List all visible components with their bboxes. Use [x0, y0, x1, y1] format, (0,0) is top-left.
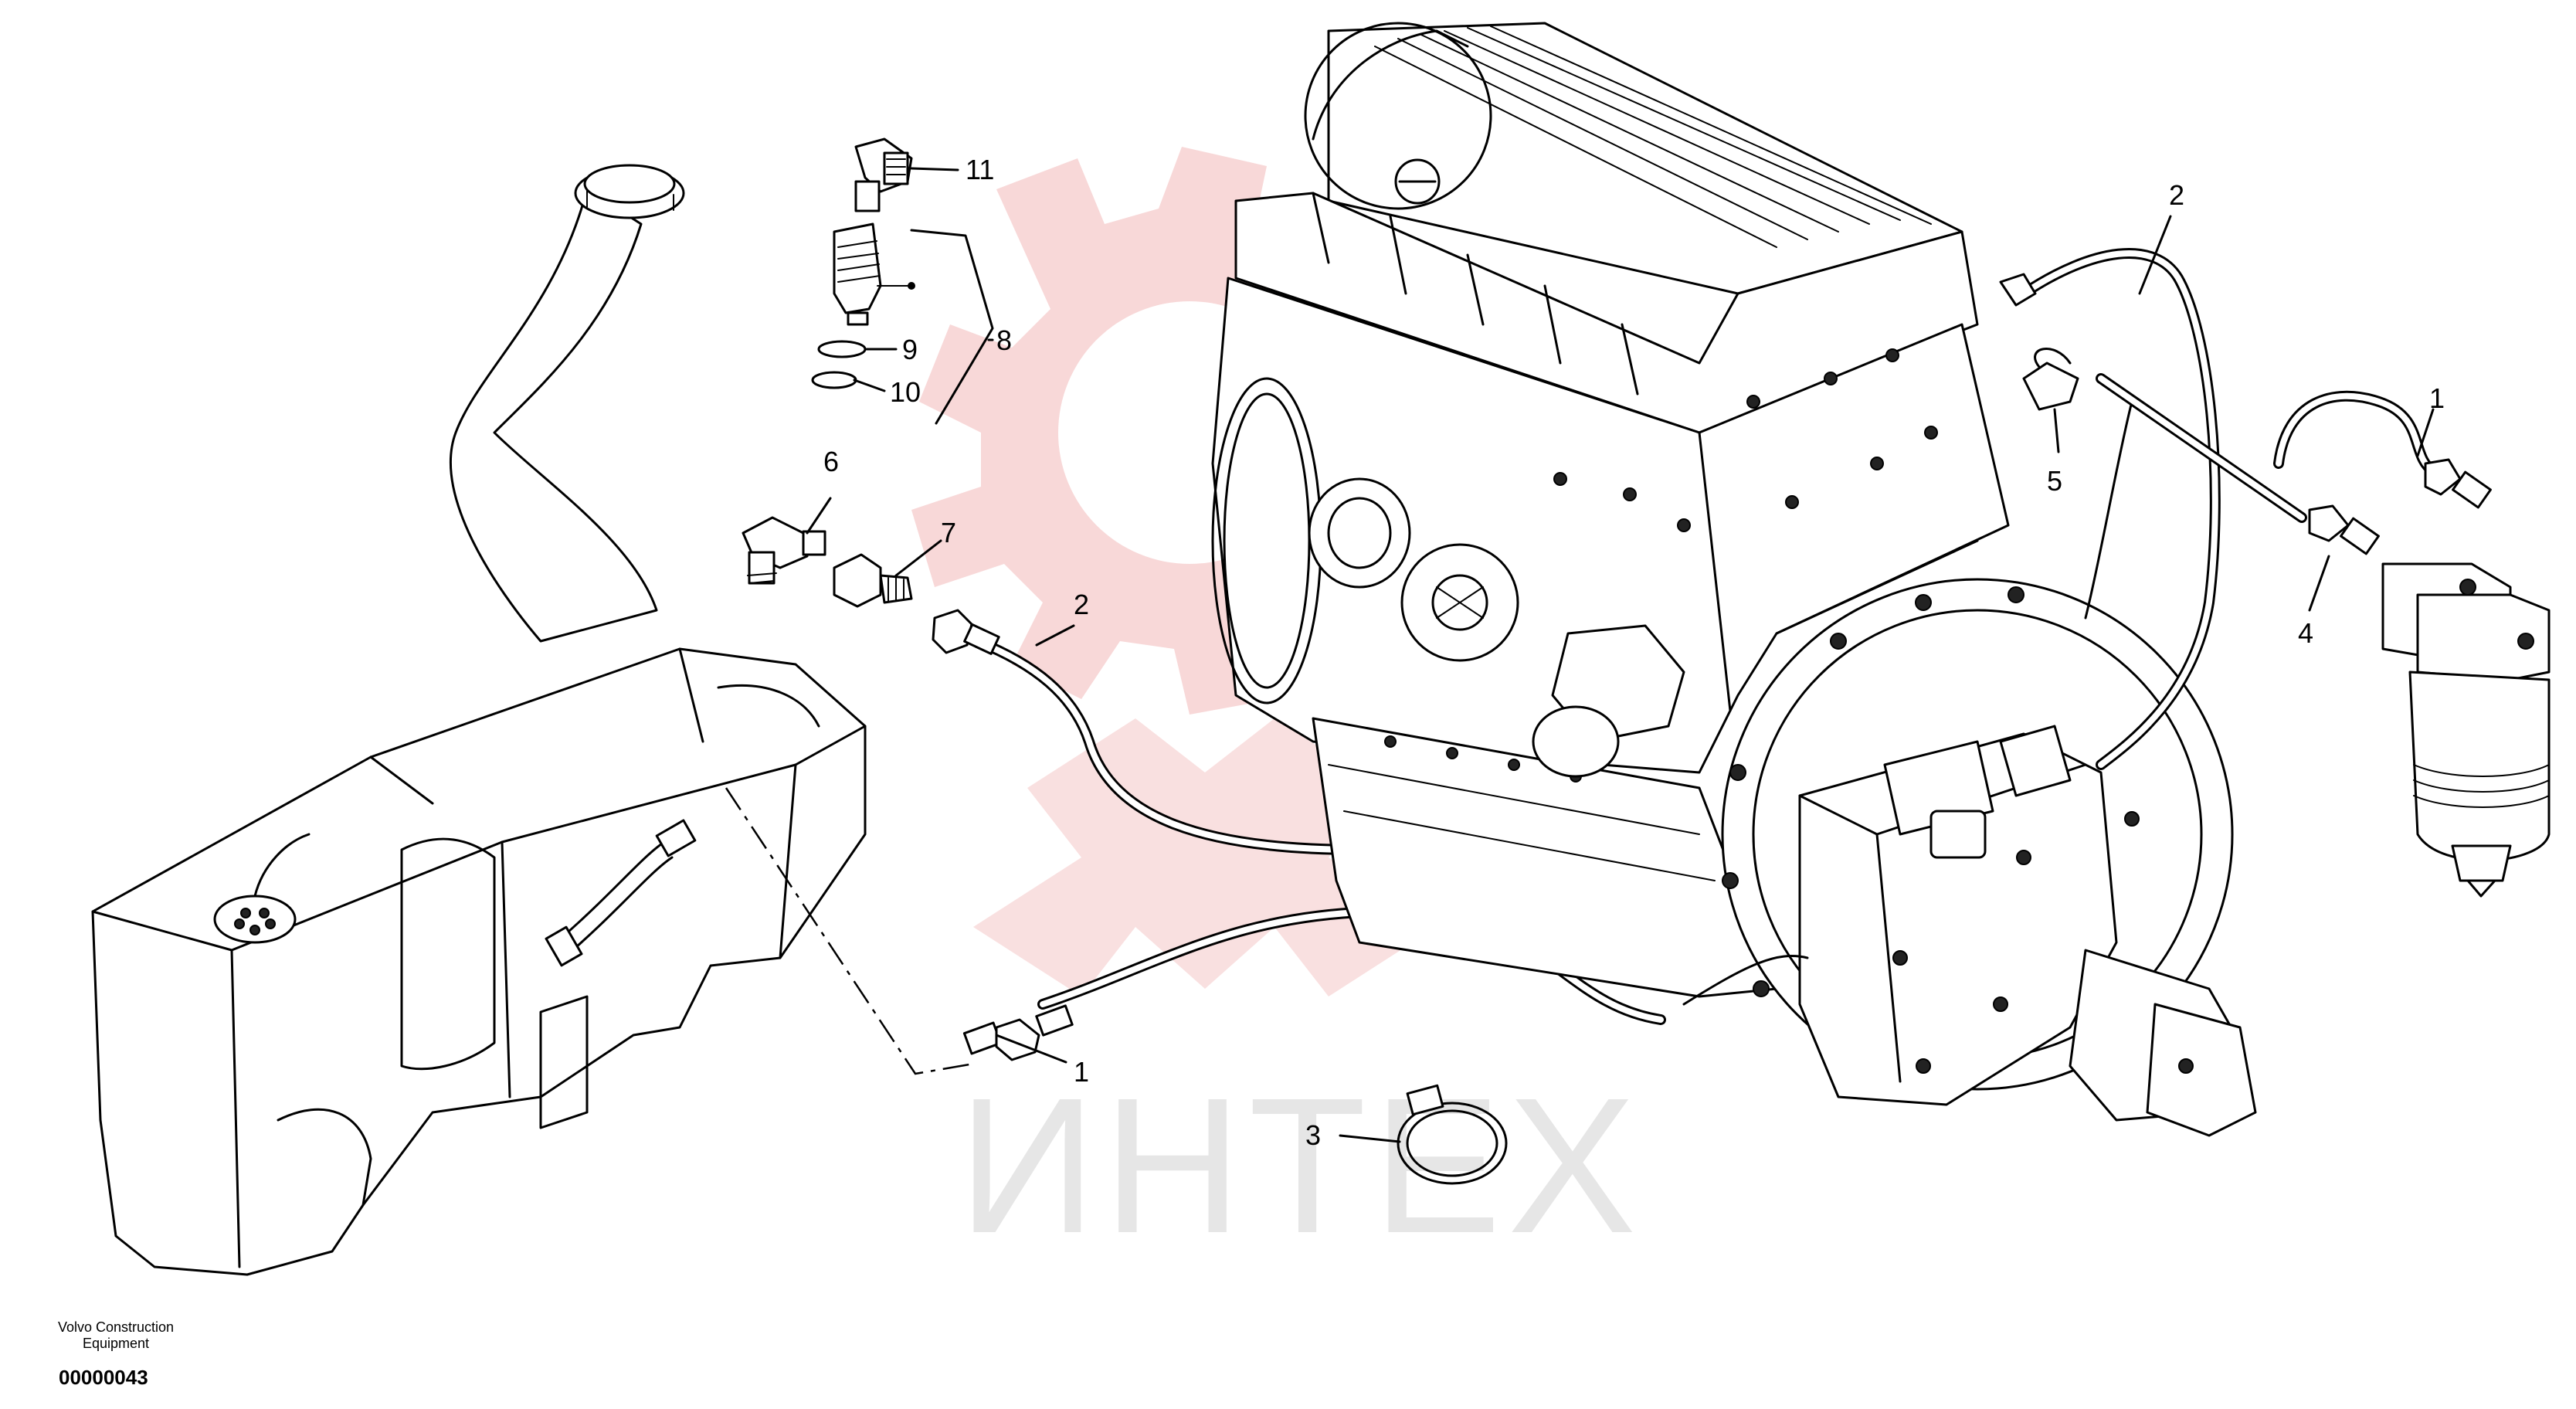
callout-labels: 11 8 9 10 6 7 2 1 3 2 5 1 4: [823, 154, 2445, 1151]
callout-1-right: 1: [2429, 382, 2445, 414]
callout-4: 4: [2298, 617, 2313, 649]
engine-block: [1211, 22, 2257, 1137]
fuel-tank: [91, 164, 867, 1276]
callout-10: 10: [890, 376, 921, 408]
hose-2-left: [932, 609, 1365, 855]
watermark-text: ИНТЕХ: [958, 1058, 1642, 1273]
callout-5: 5: [2047, 465, 2062, 497]
part-8-coupling: [833, 222, 882, 326]
callout-3: 3: [1305, 1119, 1321, 1151]
callout-1-left: 1: [1074, 1056, 1089, 1088]
hose-1-right: [2273, 390, 2492, 509]
part-10-oring: [811, 371, 857, 389]
fuel-filter: [2381, 562, 2551, 898]
callout-2-left: 2: [1074, 589, 1089, 620]
callout-6: 6: [823, 446, 839, 477]
callout-11: 11: [966, 154, 994, 185]
part-5-fitting: [2022, 348, 2079, 411]
part-9-oring: [817, 340, 867, 358]
part-11-elbow: [854, 138, 913, 212]
part-3-clamp: [1397, 1084, 1508, 1185]
hose-2-right: [1999, 247, 2221, 770]
callout-8: 8: [996, 324, 1012, 356]
bracket-8: [910, 229, 994, 425]
callout-7: 7: [941, 517, 956, 548]
footer-doc-number: 00000043: [59, 1366, 148, 1389]
part-7-adapter: [833, 553, 913, 608]
leader-dashdot: [725, 787, 970, 1075]
hose-4-right: [2096, 373, 2380, 555]
callout-9: 9: [902, 334, 918, 365]
part-6-elbow: [742, 516, 826, 585]
footer-company: Volvo Construction Equipment: [57, 1319, 175, 1351]
callout-leaders: [806, 167, 2435, 1143]
callout-2-right: 2: [2169, 179, 2184, 211]
